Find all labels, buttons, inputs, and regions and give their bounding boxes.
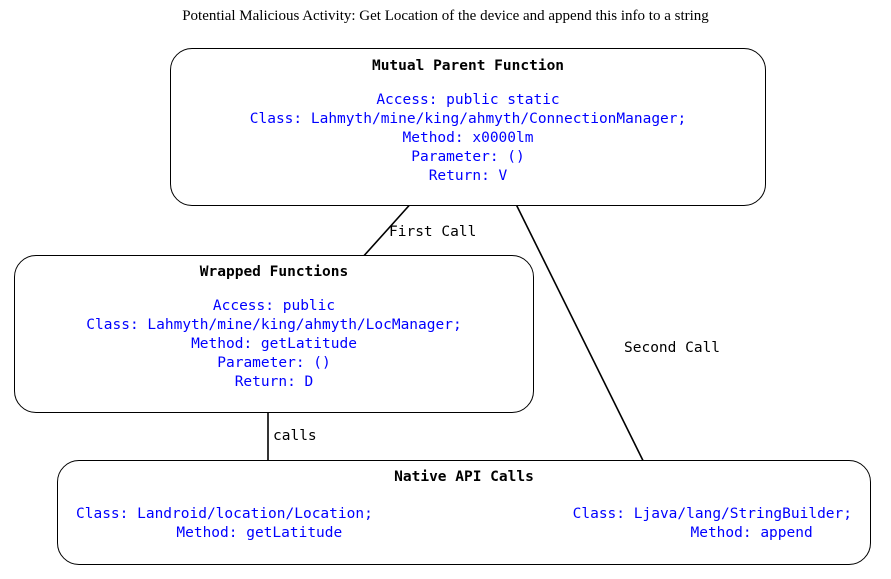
- edge-label-calls: calls: [273, 428, 317, 444]
- native-call-stringbuilder: Class: Ljava/lang/StringBuilder; Method:…: [572, 506, 852, 541]
- node-native-heading: Native API Calls: [394, 469, 534, 485]
- node-mutual-parent-function[interactable]: Mutual Parent Function Access: public st…: [170, 48, 766, 206]
- node-wrapped-functions[interactable]: Wrapped Functions Access: public Class: …: [14, 255, 534, 413]
- node-parent-heading: Mutual Parent Function: [371, 58, 565, 74]
- edge-label-second-call: Second Call: [624, 340, 721, 356]
- node-parent-body: Access: public static Class: Lahmyth/min…: [249, 92, 687, 184]
- node-native-api-calls[interactable]: Native API Calls Class: Landroid/locatio…: [57, 460, 871, 565]
- edge-label-first-call: First Call: [389, 224, 477, 240]
- node-wrapped-body: Access: public Class: Lahmyth/mine/king/…: [86, 298, 462, 390]
- native-call-location: Class: Landroid/location/Location; Metho…: [76, 506, 373, 541]
- diagram-title: Potential Malicious Activity: Get Locati…: [182, 8, 709, 24]
- node-wrapped-heading: Wrapped Functions: [199, 264, 349, 280]
- node-native-body: Class: Landroid/location/Location; Metho…: [58, 505, 870, 543]
